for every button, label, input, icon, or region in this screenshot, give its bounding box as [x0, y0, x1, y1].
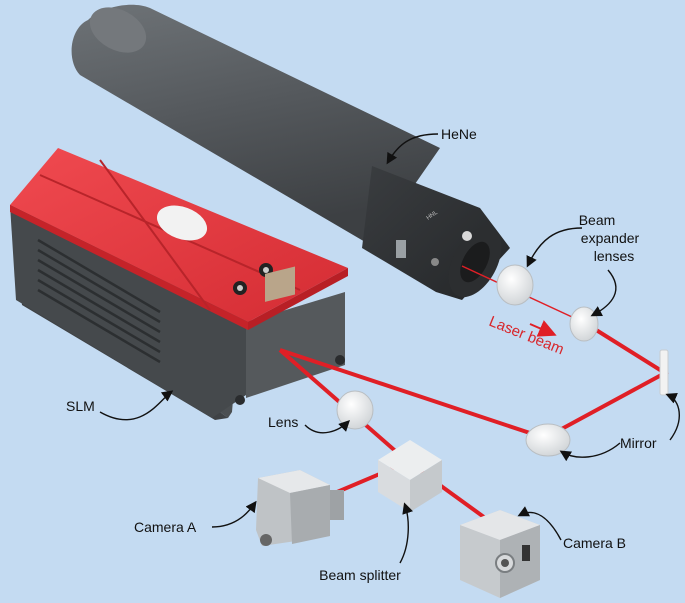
label-slm: SLM: [66, 398, 95, 414]
callout-arrows: [99, 133, 680, 564]
label-camera-a: Camera A: [134, 519, 197, 535]
label-camera-b: Camera B: [563, 535, 626, 551]
label-beam-expander-3: lenses: [594, 248, 634, 264]
beam-splitter: [378, 440, 442, 512]
label-beam-expander-1: Beam: [579, 212, 616, 228]
label-lens: Lens: [268, 414, 298, 430]
label-beam-splitter: Beam splitter: [319, 567, 401, 583]
camera-b: [460, 510, 540, 598]
lens: [336, 390, 374, 430]
slm: [10, 148, 348, 420]
hene-laser: HNL: [71, 4, 510, 300]
label-beam-expander-2: expander: [581, 230, 640, 246]
label-hene: HeNe: [441, 126, 477, 142]
label-laser-beam: Laser beam: [487, 313, 567, 358]
laser-beam-arrow: [529, 320, 557, 337]
label-mirror: Mirror: [620, 435, 657, 451]
camera-a: [256, 470, 344, 546]
mirror: [525, 349, 669, 457]
